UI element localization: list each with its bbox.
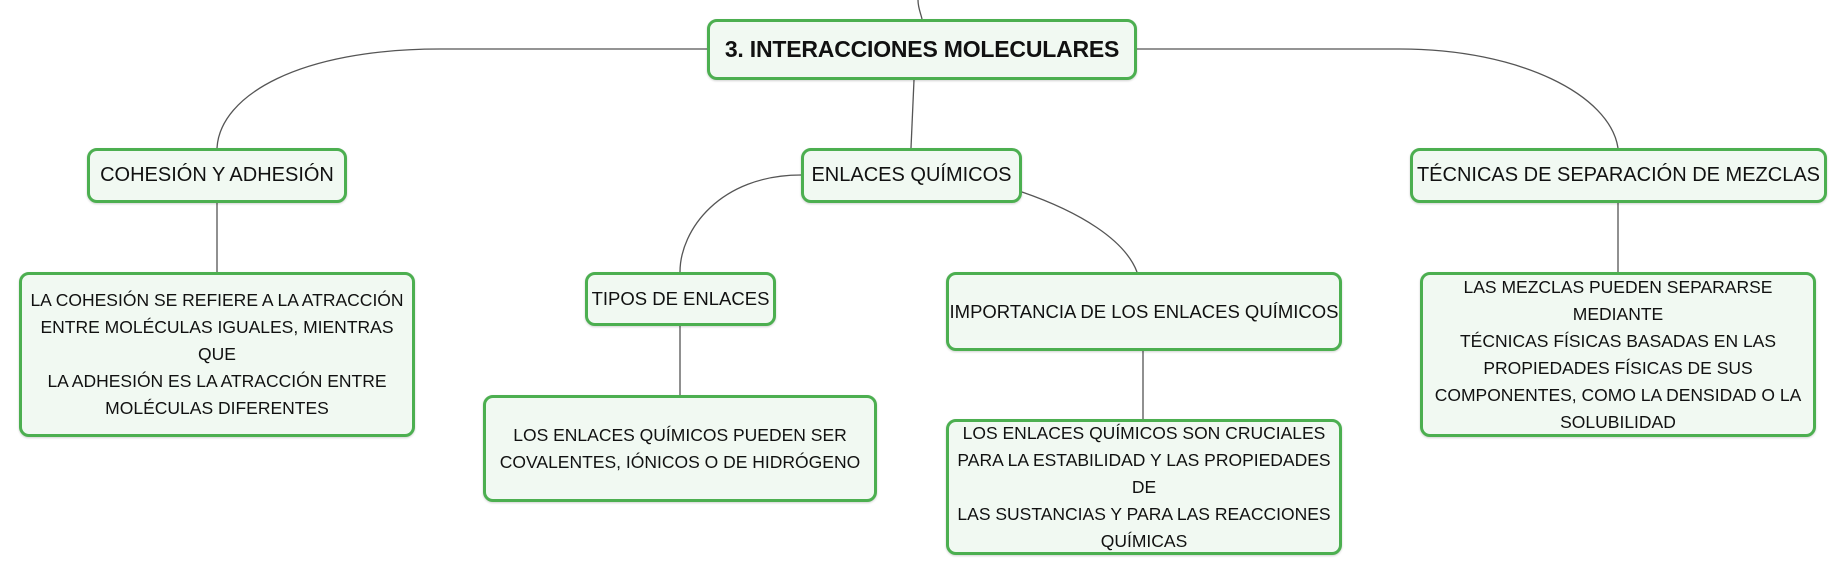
detail-line: LA COHESIÓN SE REFIERE A LA ATRACCIÓN — [30, 290, 404, 310]
detail-line: LAS SUSTANCIAS Y PARA LAS REACCIONES — [957, 503, 1331, 524]
detail-text: LOS ENLACES QUÍMICOS PUEDEN SER COVALENT… — [500, 422, 860, 476]
connector-enlaces-to-importancia — [1021, 191, 1138, 273]
detail-line: MOLÉCULAS DIFERENTES — [105, 398, 329, 418]
detail-tecnicas[interactable]: LAS MEZCLAS PUEDEN SEPARARSE MEDIANTE TÉ… — [1420, 272, 1816, 437]
topic-tecnicas-separacion[interactable]: TÉCNICAS DE SEPARACIÓN DE MEZCLAS — [1410, 148, 1827, 203]
subtopic-label: TIPOS DE ENLACES — [591, 288, 770, 309]
subtopic-importancia-enlaces[interactable]: IMPORTANCIA DE LOS ENLACES QUÍMICOS — [946, 272, 1342, 351]
detail-text: LAS MEZCLAS PUEDEN SEPARARSE MEDIANTE TÉ… — [1431, 274, 1805, 436]
topic-label: TÉCNICAS DE SEPARACIÓN DE MEZCLAS — [1416, 164, 1821, 186]
subtopic-tipos-de-enlaces[interactable]: TIPOS DE ENLACES — [585, 272, 776, 326]
detail-text: LOS ENLACES QUÍMICOS SON CRUCIALES PARA … — [957, 420, 1331, 555]
detail-line: TÉCNICAS FÍSICAS BASADAS EN LAS — [1459, 330, 1777, 351]
detail-cohesion[interactable]: LA COHESIÓN SE REFIERE A LA ATRACCIÓN EN… — [19, 272, 415, 437]
connector-root-to-cohesion — [216, 48, 707, 149]
detail-tipos[interactable]: LOS ENLACES QUÍMICOS PUEDEN SER COVALENT… — [483, 395, 877, 502]
topic-enlaces-quimicos[interactable]: ENLACES QUÍMICOS — [801, 148, 1022, 203]
connector-root-to-enlaces — [910, 79, 915, 149]
detail-line: QUÍMICAS — [1100, 530, 1188, 551]
detail-line: PROPIEDADES FÍSICAS DE SUS — [1483, 357, 1753, 378]
topic-cohesion-adhesion[interactable]: COHESIÓN Y ADHESIÓN — [87, 148, 347, 203]
subtopic-label: IMPORTANCIA DE LOS ENLACES QUÍMICOS — [949, 300, 1339, 322]
detail-line: LOS ENLACES QUÍMICOS SON CRUCIALES — [962, 422, 1326, 443]
connector-root-to-tecnicas — [1137, 48, 1619, 149]
detail-line: COVALENTES, IÓNICOS O DE HIDRÓGENO — [499, 451, 861, 472]
topic-label: COHESIÓN Y ADHESIÓN — [100, 164, 334, 186]
detail-importancia[interactable]: LOS ENLACES QUÍMICOS SON CRUCIALES PARA … — [946, 419, 1342, 555]
root-node-label: 3. INTERACCIONES MOLECULARES — [724, 36, 1120, 62]
detail-line: SOLUBILIDAD — [1560, 411, 1676, 432]
topic-label: ENLACES QUÍMICOS — [811, 164, 1012, 186]
root-node[interactable]: 3. INTERACCIONES MOLECULARES — [707, 19, 1137, 80]
detail-line: LOS ENLACES QUÍMICOS PUEDEN SER — [513, 424, 847, 445]
detail-line: COMPONENTES, COMO LA DENSIDAD O LA — [1434, 384, 1802, 405]
detail-line: ENTRE MOLÉCULAS IGUALES, MIENTRAS QUE — [40, 317, 394, 364]
connector-parent-to-root — [917, 0, 923, 20]
detail-line: LAS MEZCLAS PUEDEN SEPARARSE MEDIANTE — [1463, 276, 1773, 324]
connector-enlaces-to-tipos — [679, 174, 802, 273]
detail-text: LA COHESIÓN SE REFIERE A LA ATRACCIÓN EN… — [30, 287, 404, 422]
detail-line: PARA LA ESTABILIDAD Y LAS PROPIEDADES DE — [957, 449, 1331, 497]
detail-line: LA ADHESIÓN ES LA ATRACCIÓN ENTRE — [47, 371, 387, 391]
